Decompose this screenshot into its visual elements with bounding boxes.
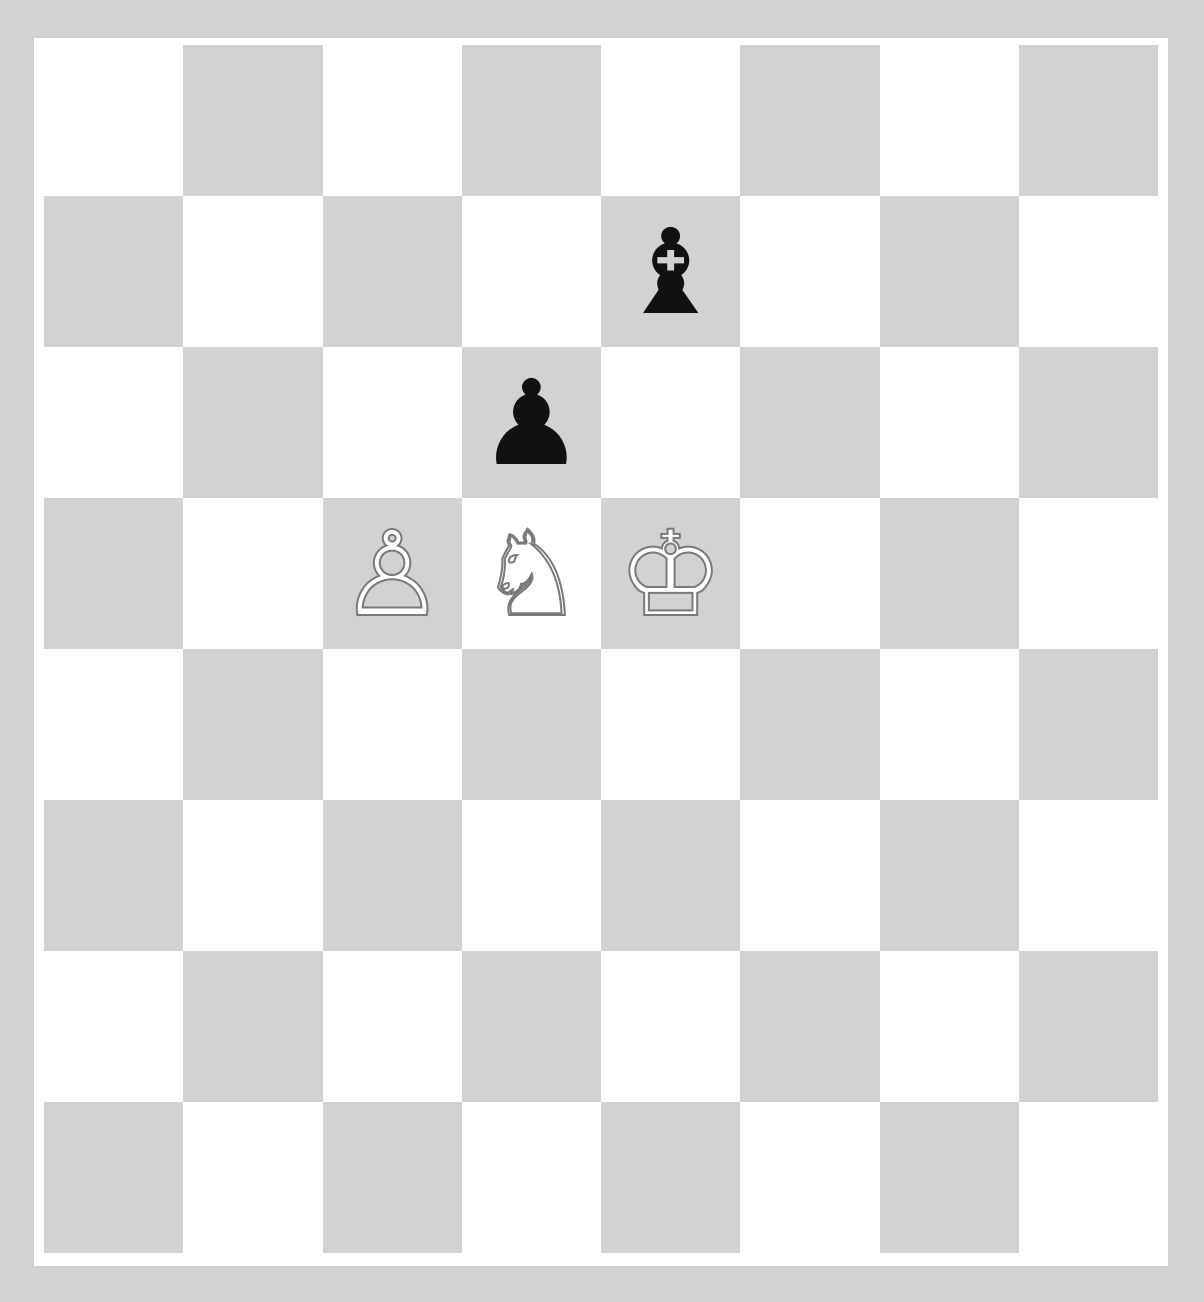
square-e1[interactable] bbox=[601, 1102, 740, 1253]
square-a8[interactable] bbox=[44, 45, 183, 196]
square-g6[interactable] bbox=[880, 347, 1019, 498]
square-b4[interactable] bbox=[183, 649, 322, 800]
white-knight-icon[interactable]: ♘ bbox=[478, 515, 584, 633]
square-g7[interactable] bbox=[880, 196, 1019, 347]
square-h3[interactable] bbox=[1019, 800, 1158, 951]
white-king-icon[interactable]: ♔ bbox=[618, 515, 724, 633]
square-e3[interactable] bbox=[601, 800, 740, 951]
square-a3[interactable] bbox=[44, 800, 183, 951]
square-d6[interactable]: ♟ bbox=[462, 347, 601, 498]
square-g5[interactable] bbox=[880, 498, 1019, 649]
square-h8[interactable] bbox=[1019, 45, 1158, 196]
square-a5[interactable] bbox=[44, 498, 183, 649]
square-c6[interactable] bbox=[323, 347, 462, 498]
square-d7[interactable] bbox=[462, 196, 601, 347]
square-h2[interactable] bbox=[1019, 951, 1158, 1102]
square-f4[interactable] bbox=[740, 649, 879, 800]
square-b5[interactable] bbox=[183, 498, 322, 649]
square-d2[interactable] bbox=[462, 951, 601, 1102]
chess-board: ♝ ♟ ♙ ♘ ♔ bbox=[44, 45, 1158, 1253]
square-f8[interactable] bbox=[740, 45, 879, 196]
square-b2[interactable] bbox=[183, 951, 322, 1102]
square-c1[interactable] bbox=[323, 1102, 462, 1253]
square-c2[interactable] bbox=[323, 951, 462, 1102]
square-f3[interactable] bbox=[740, 800, 879, 951]
square-b8[interactable] bbox=[183, 45, 322, 196]
square-a2[interactable] bbox=[44, 951, 183, 1102]
square-e7[interactable]: ♝ bbox=[601, 196, 740, 347]
square-g2[interactable] bbox=[880, 951, 1019, 1102]
square-d8[interactable] bbox=[462, 45, 601, 196]
square-h1[interactable] bbox=[1019, 1102, 1158, 1253]
square-d3[interactable] bbox=[462, 800, 601, 951]
square-g3[interactable] bbox=[880, 800, 1019, 951]
black-pawn-icon[interactable]: ♟ bbox=[478, 364, 584, 482]
square-c4[interactable] bbox=[323, 649, 462, 800]
square-b7[interactable] bbox=[183, 196, 322, 347]
square-h5[interactable] bbox=[1019, 498, 1158, 649]
square-f2[interactable] bbox=[740, 951, 879, 1102]
white-pawn-icon[interactable]: ♙ bbox=[339, 515, 445, 633]
square-e5[interactable]: ♔ bbox=[601, 498, 740, 649]
square-d5[interactable]: ♘ bbox=[462, 498, 601, 649]
square-f5[interactable] bbox=[740, 498, 879, 649]
square-f7[interactable] bbox=[740, 196, 879, 347]
square-a7[interactable] bbox=[44, 196, 183, 347]
square-a6[interactable] bbox=[44, 347, 183, 498]
square-h7[interactable] bbox=[1019, 196, 1158, 347]
square-d1[interactable] bbox=[462, 1102, 601, 1253]
square-f1[interactable] bbox=[740, 1102, 879, 1253]
square-c5[interactable]: ♙ bbox=[323, 498, 462, 649]
square-d4[interactable] bbox=[462, 649, 601, 800]
square-c7[interactable] bbox=[323, 196, 462, 347]
square-b3[interactable] bbox=[183, 800, 322, 951]
square-a1[interactable] bbox=[44, 1102, 183, 1253]
square-e2[interactable] bbox=[601, 951, 740, 1102]
square-f6[interactable] bbox=[740, 347, 879, 498]
square-b1[interactable] bbox=[183, 1102, 322, 1253]
square-c3[interactable] bbox=[323, 800, 462, 951]
square-c8[interactable] bbox=[323, 45, 462, 196]
square-h6[interactable] bbox=[1019, 347, 1158, 498]
square-e6[interactable] bbox=[601, 347, 740, 498]
square-g1[interactable] bbox=[880, 1102, 1019, 1253]
square-e4[interactable] bbox=[601, 649, 740, 800]
black-bishop-icon[interactable]: ♝ bbox=[618, 213, 724, 331]
square-g8[interactable] bbox=[880, 45, 1019, 196]
square-e8[interactable] bbox=[601, 45, 740, 196]
square-b6[interactable] bbox=[183, 347, 322, 498]
square-g4[interactable] bbox=[880, 649, 1019, 800]
square-a4[interactable] bbox=[44, 649, 183, 800]
square-h4[interactable] bbox=[1019, 649, 1158, 800]
